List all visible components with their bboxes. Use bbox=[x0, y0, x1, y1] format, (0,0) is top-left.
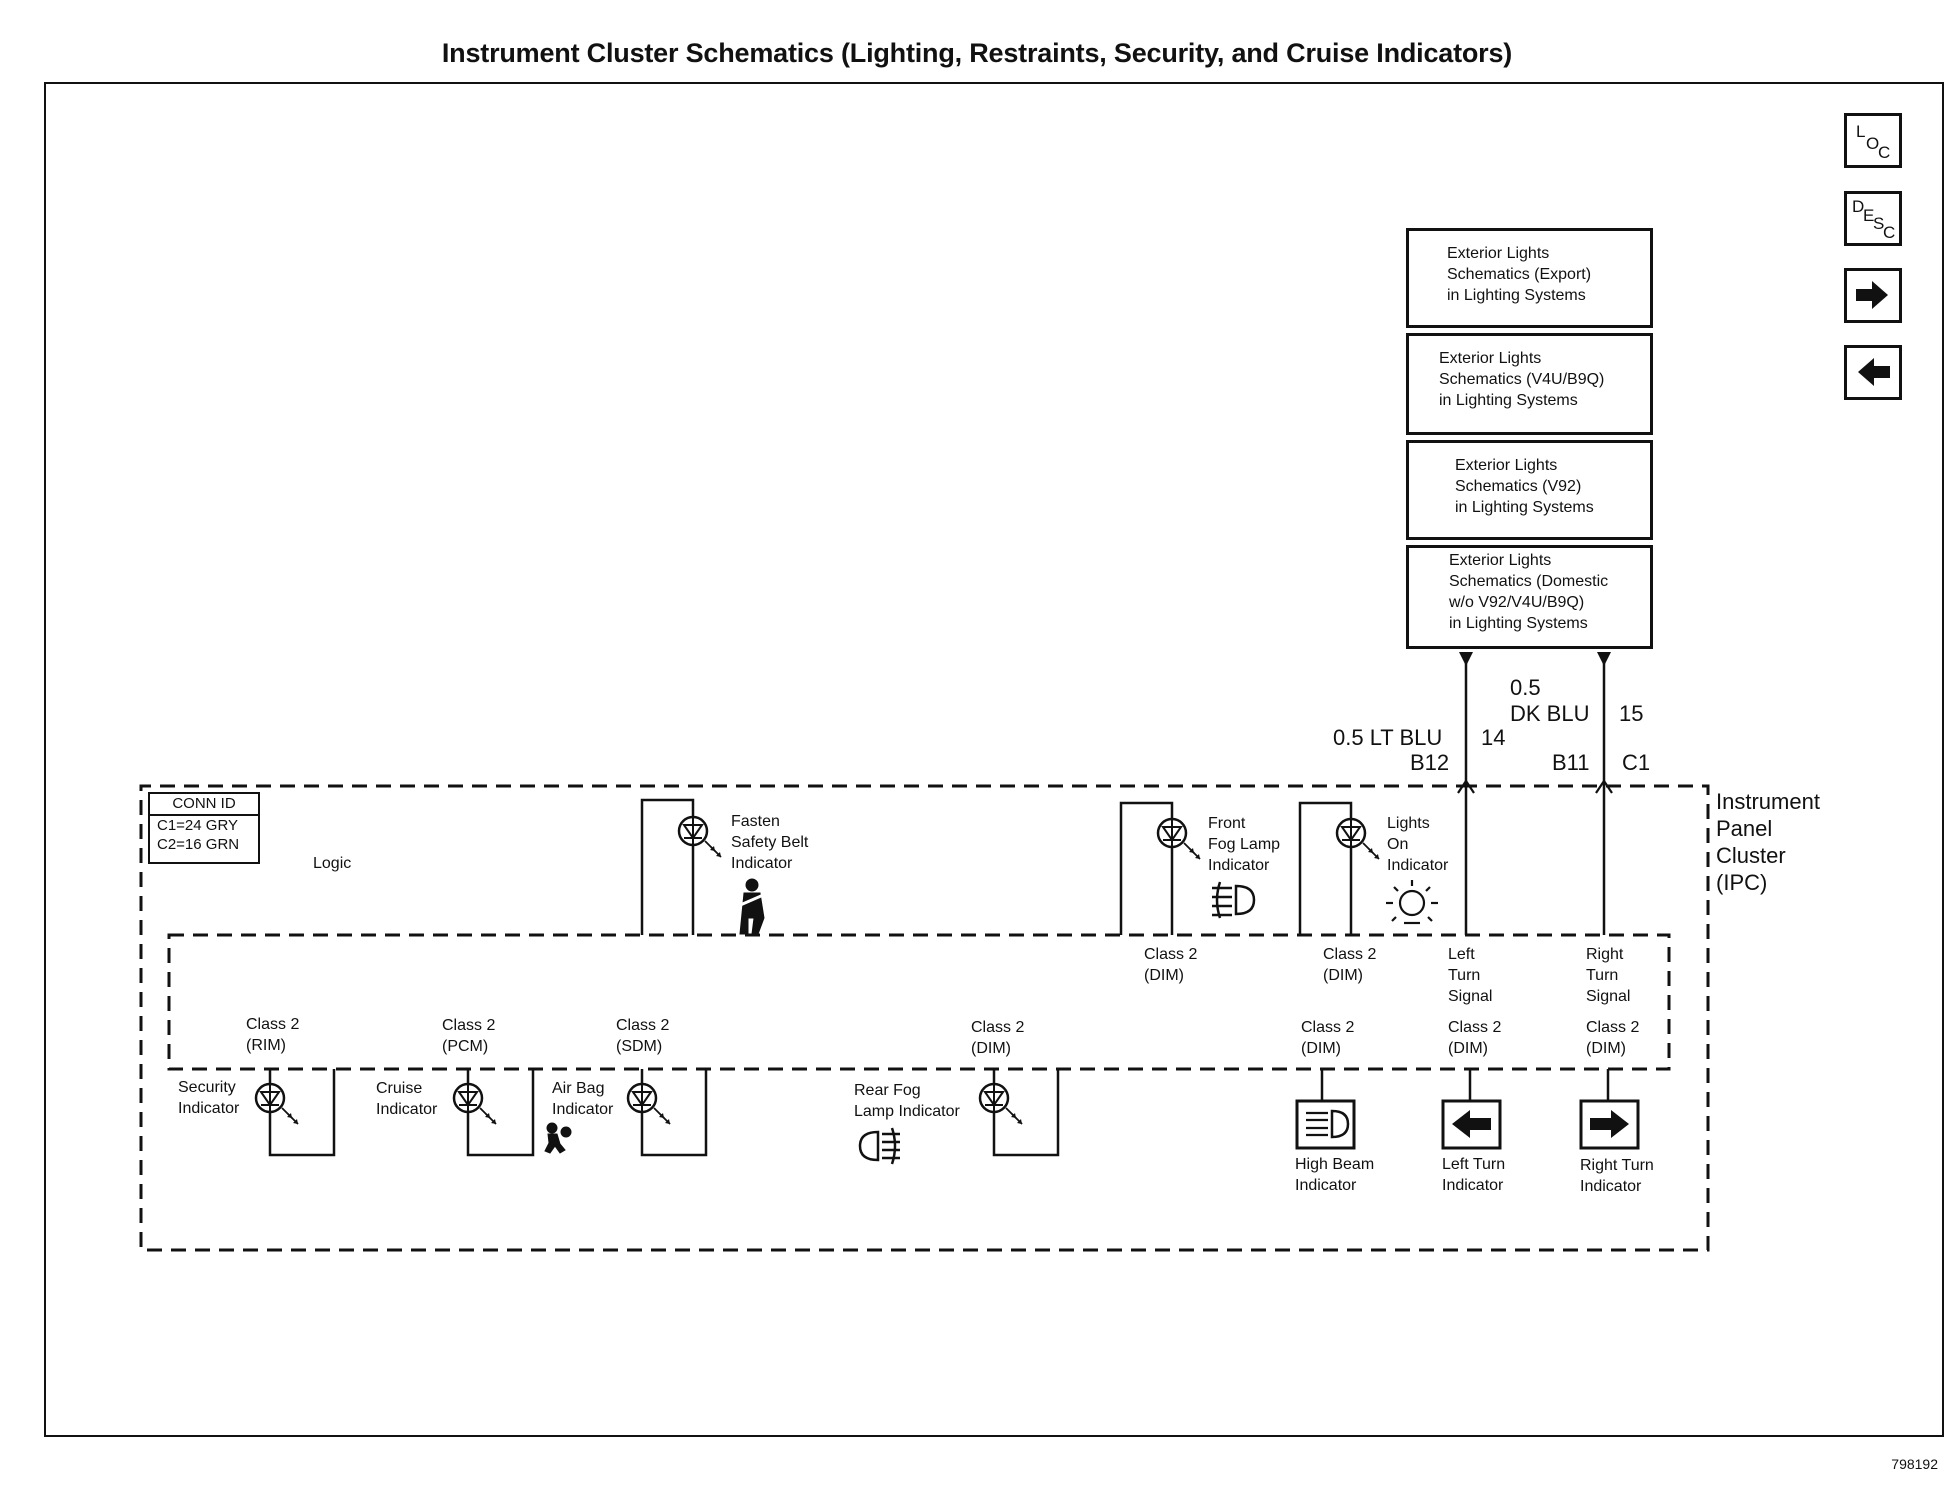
front-fog-lamp-source: Class 2 (DIM) bbox=[1144, 946, 1198, 984]
right-turn-source: Class 2 (DIM) bbox=[1586, 1019, 1640, 1057]
wire-left-size-color: 0.5 LT BLU bbox=[1333, 725, 1443, 750]
cruise-indicator-bulb bbox=[452, 1082, 498, 1126]
airbag-source: Class 2 (SDM) bbox=[616, 1017, 670, 1055]
cruise-source: Class 2 (PCM) bbox=[442, 1017, 496, 1055]
page-title: Instrument Cluster Schematics (Lighting,… bbox=[441, 38, 1513, 68]
security-indicator-circuit bbox=[268, 1069, 336, 1157]
lights-on-source: Class 2 (DIM) bbox=[1323, 946, 1377, 984]
security-source: Class 2 (RIM) bbox=[246, 1016, 300, 1054]
ref-exterior-lights-v92[interactable]: Exterior Lights Schematics (V92) in Ligh… bbox=[1406, 440, 1653, 540]
rear-fog-indicator-circuit bbox=[992, 1069, 1060, 1157]
logic-boundary bbox=[167, 933, 1671, 1071]
wire-left-pin: B12 bbox=[1410, 750, 1450, 775]
schematic-frame bbox=[44, 82, 1944, 1437]
security-indicator-label: Security Indicator bbox=[178, 1079, 240, 1117]
lights-on-indicator-circuit bbox=[1298, 801, 1353, 935]
desc-button[interactable]: D E S C bbox=[1844, 191, 1902, 246]
front-fog-indicator-circuit bbox=[1119, 801, 1174, 935]
airbag-indicator-label: Air Bag Indicator bbox=[552, 1080, 614, 1118]
desc-letter-s: S bbox=[1873, 214, 1885, 233]
wire-right-color: DK BLU bbox=[1510, 701, 1590, 726]
ipc-label: Instrument Panel Cluster (IPC) bbox=[1716, 789, 1820, 895]
conn-id-row: C2=16 GRN bbox=[157, 836, 240, 853]
lights-on-icon bbox=[1386, 880, 1438, 925]
front-fog-lamp-icon bbox=[1212, 881, 1256, 919]
pin-b11-mark bbox=[1595, 779, 1613, 794]
high-beam-indicator-label: High Beam Indicator bbox=[1295, 1156, 1375, 1194]
right-turn-arrow-icon bbox=[1579, 1099, 1640, 1150]
cruise-indicator-circuit bbox=[466, 1069, 535, 1157]
wire-left-circuit: 14 bbox=[1481, 725, 1506, 750]
rear-fog-indicator-bulb bbox=[978, 1082, 1024, 1126]
previous-page-button[interactable] bbox=[1844, 345, 1902, 400]
left-turn-arrow-icon bbox=[1441, 1099, 1502, 1150]
left-turn-signal-label: Left Turn Signal bbox=[1448, 946, 1493, 1005]
rear-fog-indicator-label: Rear Fog Lamp Indicator bbox=[854, 1082, 960, 1120]
loc-letter-o: O bbox=[1866, 134, 1880, 153]
right-turn-signal-label: Right Turn Signal bbox=[1586, 946, 1631, 1005]
rear-fog-lamp-icon bbox=[858, 1127, 900, 1165]
left-turn-source: Class 2 (DIM) bbox=[1448, 1019, 1502, 1057]
high-beam-icon bbox=[1295, 1099, 1356, 1150]
security-indicator-bulb bbox=[254, 1082, 300, 1126]
fasten-safety-belt-label: Fasten Safety Belt Indicator bbox=[731, 813, 809, 872]
seatbelt-icon bbox=[737, 878, 769, 935]
airbag-indicator-circuit bbox=[640, 1069, 708, 1157]
connector-c1-label: C1 bbox=[1622, 750, 1651, 775]
wire-dk-blu-arrow bbox=[1597, 652, 1611, 666]
lights-on-indicator-bulb bbox=[1335, 817, 1381, 861]
loc-letter-l: L bbox=[1856, 122, 1866, 141]
wire-right-pin: B11 bbox=[1552, 750, 1590, 775]
air-bag-icon bbox=[544, 1122, 572, 1154]
seatbelt-indicator-bulb bbox=[677, 815, 723, 859]
wire-right-circuit: 15 bbox=[1619, 701, 1644, 726]
right-turn-indicator-label: Right Turn Indicator bbox=[1580, 1157, 1654, 1195]
figure-number: 798192 bbox=[1891, 1456, 1938, 1472]
cruise-indicator-label: Cruise Indicator bbox=[376, 1080, 438, 1118]
desc-letter-d: D bbox=[1852, 197, 1865, 216]
seatbelt-indicator-circuit bbox=[640, 798, 695, 935]
front-fog-lamp-label: Front Fog Lamp Indicator bbox=[1208, 815, 1281, 874]
left-turn-indicator-label: Left Turn Indicator bbox=[1442, 1156, 1506, 1194]
next-page-button[interactable] bbox=[1844, 268, 1902, 323]
ref-exterior-lights-domestic[interactable]: Exterior Lights Schematics (Domestic w/o… bbox=[1406, 545, 1653, 649]
ipc-boundary bbox=[139, 784, 1710, 1252]
desc-letter-e: E bbox=[1863, 206, 1875, 225]
loc-button[interactable]: L O C bbox=[1844, 113, 1902, 168]
wire-lt-blu-arrow bbox=[1459, 652, 1473, 666]
pin-b12-mark bbox=[1457, 779, 1475, 794]
ref-exterior-lights-v4u-b9q[interactable]: Exterior Lights Schematics (V4U/B9Q) in … bbox=[1406, 333, 1653, 435]
left-arrow-icon bbox=[1858, 358, 1890, 386]
ref-exterior-lights-export[interactable]: Exterior Lights Schematics (Export) in L… bbox=[1406, 228, 1653, 328]
desc-letter-c: C bbox=[1883, 223, 1896, 242]
rear-fog-source: Class 2 (DIM) bbox=[971, 1019, 1025, 1057]
conn-id-row: C1=24 GRY bbox=[157, 817, 239, 834]
logic-label: Logic bbox=[313, 855, 352, 872]
conn-id-header: CONN ID bbox=[150, 794, 258, 816]
airbag-indicator-bulb bbox=[626, 1082, 672, 1126]
right-arrow-icon bbox=[1856, 281, 1888, 309]
wire-right-size: 0.5 bbox=[1510, 675, 1541, 700]
conn-id-table: CONN ID C1=24 GRY C2=16 GRN bbox=[148, 792, 260, 864]
front-fog-indicator-bulb bbox=[1156, 817, 1202, 861]
loc-letter-c: C bbox=[1878, 143, 1891, 162]
high-beam-source: Class 2 (DIM) bbox=[1301, 1019, 1355, 1057]
lights-on-label: Lights On Indicator bbox=[1387, 815, 1449, 874]
